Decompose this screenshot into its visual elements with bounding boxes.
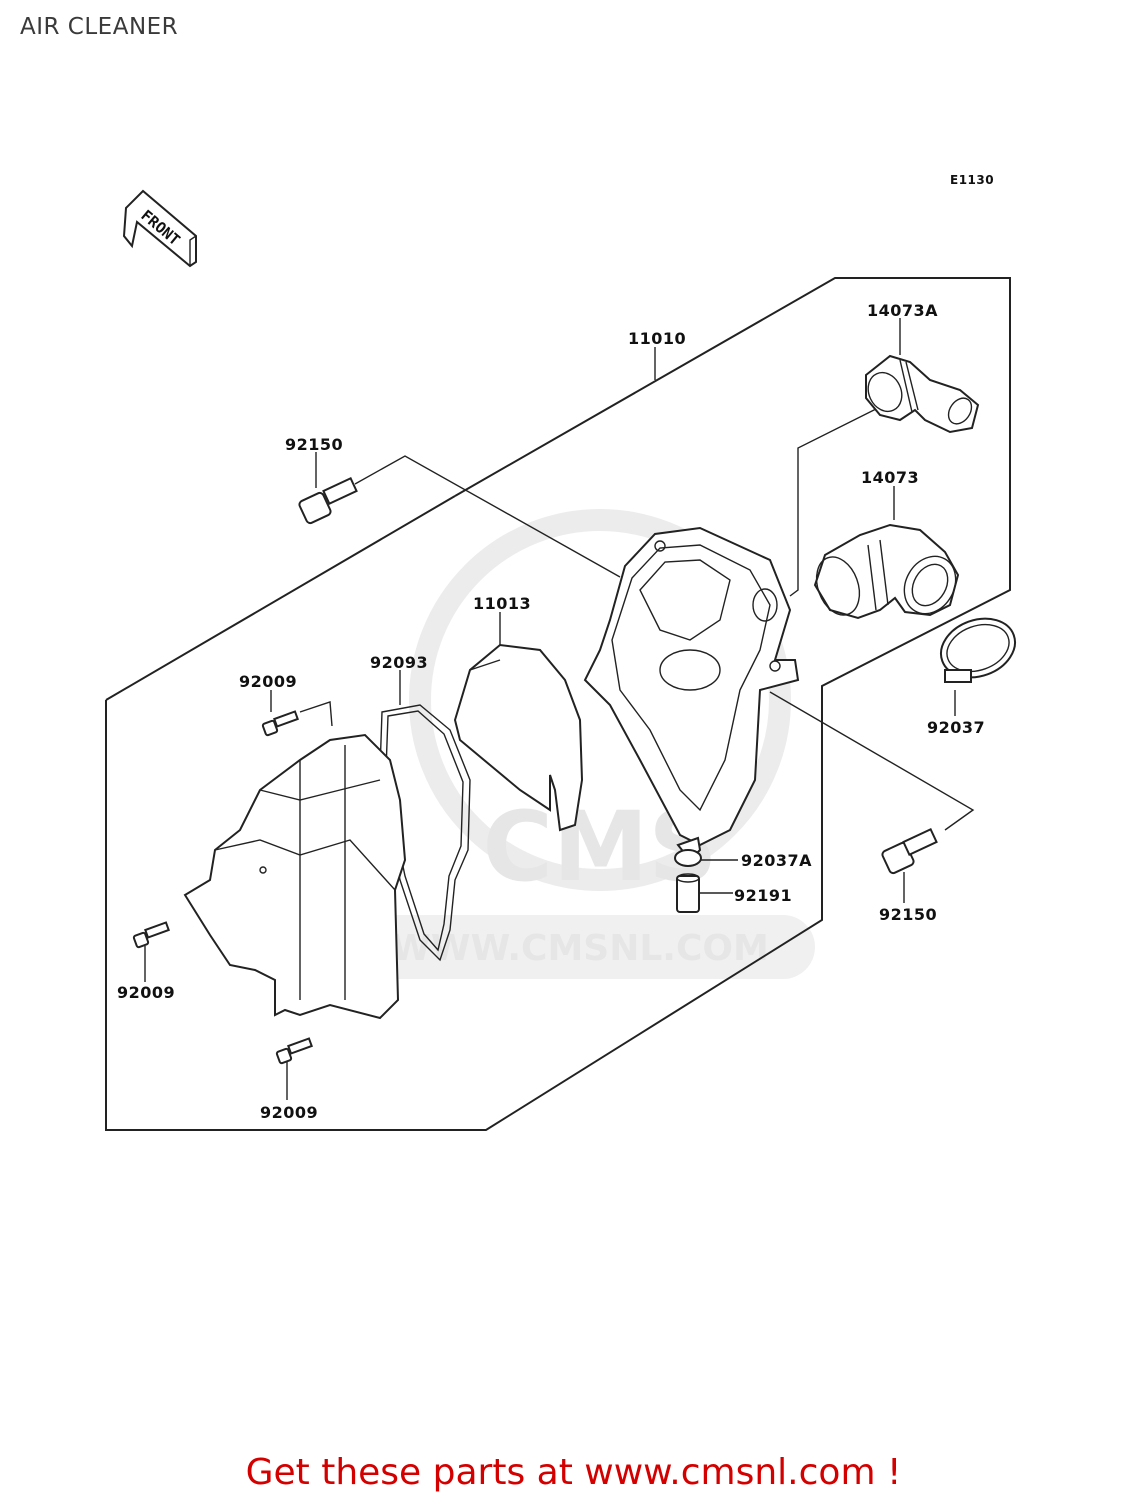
label-14073a: 14073A	[867, 301, 938, 320]
bolt-92150-right	[881, 827, 938, 875]
footer-link-text[interactable]: Get these parts at www.cmsnl.com !	[245, 1452, 902, 1493]
screw-92009-left	[132, 921, 170, 949]
leader-lines	[144, 318, 975, 1100]
diagram-code: E1130	[950, 173, 994, 187]
label-92150-right: 92150	[879, 905, 937, 924]
label-92093: 92093	[370, 653, 428, 672]
label-92037a: 92037A	[741, 851, 812, 870]
filter-element-11013	[453, 643, 584, 832]
assembly-outline	[105, 277, 1011, 1131]
drain-plug-92191	[676, 873, 700, 913]
screw-92009-bottom	[275, 1037, 313, 1065]
clip-92037a	[674, 849, 702, 867]
front-arrow-icon: FRONT	[122, 189, 197, 268]
watermark: CMS WWW.CMSNL.COM	[345, 509, 815, 979]
label-92150-top: 92150	[285, 435, 343, 454]
label-92009-top: 92009	[239, 672, 297, 691]
air-duct-14073a	[865, 354, 980, 434]
screw-92009-top	[261, 710, 299, 737]
label-92191: 92191	[734, 886, 792, 905]
label-14073: 14073	[861, 468, 919, 487]
watermark-url: WWW.CMSNL.COM	[391, 928, 769, 969]
label-92009-bottom: 92009	[260, 1103, 318, 1122]
air-cleaner-cover	[183, 733, 407, 1020]
clamp-92037	[940, 617, 1016, 683]
label-92009-left: 92009	[117, 983, 175, 1002]
label-92037: 92037	[927, 718, 985, 737]
label-11010: 11010	[628, 329, 686, 348]
air-duct-14073	[813, 523, 960, 620]
parts-diagram: CMS WWW.CMSNL.COM E1130 FRONT	[105, 173, 1016, 1131]
label-11013: 11013	[473, 594, 531, 613]
bolt-92150-top	[298, 476, 358, 525]
page-title: AIR CLEANER	[20, 14, 179, 40]
